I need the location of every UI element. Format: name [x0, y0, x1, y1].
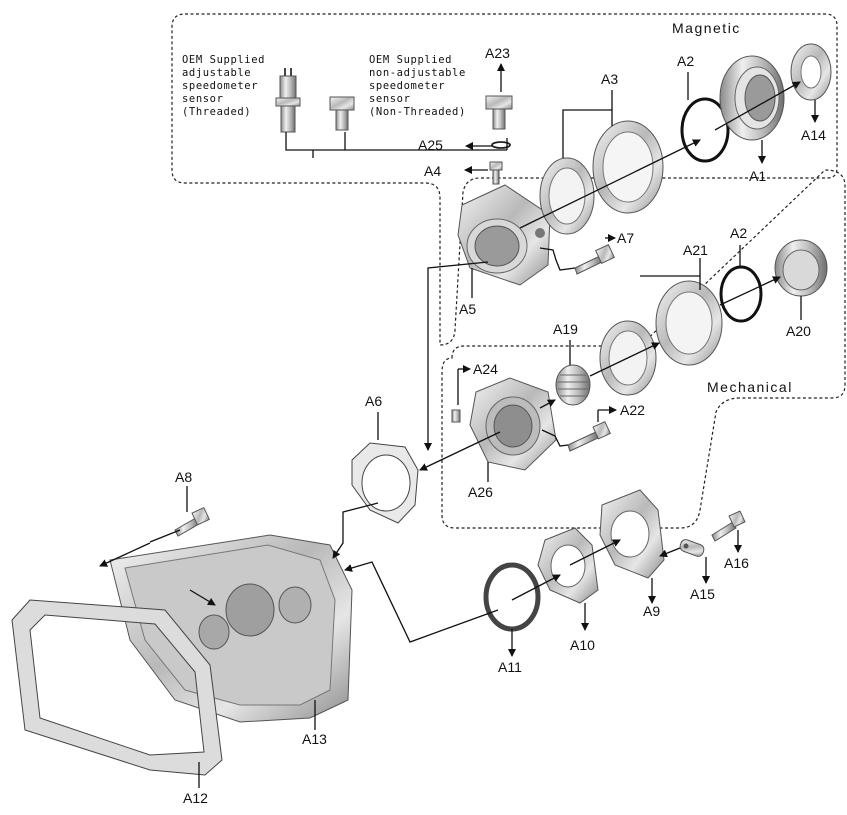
a25-o-ring	[491, 141, 511, 149]
label-a20: A20	[786, 323, 811, 339]
label-a25: A25	[418, 137, 443, 153]
label-a1: A1	[749, 168, 766, 184]
label-a3: A3	[601, 71, 618, 87]
label-a5: A5	[459, 301, 476, 317]
a1-tone-ring	[719, 55, 785, 141]
label-a11: A11	[498, 659, 522, 675]
threaded-note-line-5: (Threaded)	[182, 106, 251, 118]
label-a2-mechanical: A2	[730, 225, 747, 241]
a20-bearing-cup	[774, 239, 828, 297]
label-a4: A4	[424, 163, 441, 179]
a23-sensor	[485, 95, 513, 130]
a4-bolt	[489, 161, 503, 185]
non-threaded-sensor-small	[329, 96, 355, 131]
a13-transmission-case	[109, 534, 353, 723]
label-a14: A14	[801, 127, 826, 143]
label-a2-magnetic: A2	[677, 53, 694, 69]
a2-o-ring-magnetic	[680, 97, 730, 163]
non-threaded-note-line-1: OEM Supplied	[369, 54, 452, 66]
label-a13: A13	[302, 731, 327, 747]
label-a15: A15	[690, 586, 715, 602]
a26-housing	[469, 377, 557, 471]
non-threaded-note-line-4: sensor	[369, 93, 411, 105]
label-a24: A24	[473, 361, 498, 377]
threaded-sensor-note: OEM Supplied adjustable speedometer sens…	[182, 54, 265, 118]
a19-worm-gear	[555, 364, 591, 406]
label-a9: A9	[643, 603, 660, 619]
label-a7: A7	[617, 230, 634, 246]
magnetic-section-title: Magnetic	[672, 20, 741, 36]
label-a6: A6	[365, 393, 382, 409]
a2-o-ring-mechanical	[719, 265, 763, 323]
non-threaded-note-line-5: (Non-Threaded)	[369, 106, 466, 118]
label-a21: A21	[683, 242, 708, 258]
threaded-note-line-4: sensor	[182, 93, 224, 105]
a14-washer	[790, 43, 832, 101]
label-leaders	[186, 63, 819, 788]
non-threaded-note-line-2: non-adjustable	[369, 67, 466, 79]
a11-seal	[483, 562, 541, 632]
a12-case-gasket	[11, 599, 223, 776]
part-labels: A23 A25 A4 A5 A7 A3 A2 A1 A14 A2 A21 A20…	[175, 45, 826, 806]
label-a16: A16	[724, 555, 749, 571]
a16-bolt	[711, 510, 746, 542]
label-a12: A12	[183, 790, 208, 806]
a24-dowel-pin	[451, 409, 461, 423]
label-a23: A23	[485, 45, 510, 61]
a21-seal-front	[655, 280, 723, 366]
threaded-note-line-1: OEM Supplied	[182, 54, 265, 66]
mechanical-section-title: Mechanical	[707, 379, 793, 395]
label-a26: A26	[468, 484, 493, 500]
a8-bolt	[174, 506, 210, 537]
magnetic-section-border	[171, 13, 838, 346]
mechanical-section-border	[441, 169, 846, 529]
a15-bracket	[679, 539, 705, 557]
label-a22: A22	[620, 402, 645, 418]
a5-housing	[457, 184, 551, 286]
a6-gasket	[351, 442, 419, 524]
label-a19: A19	[553, 321, 578, 337]
threaded-note-line-2: adjustable	[182, 67, 251, 79]
label-a10: A10	[570, 637, 595, 653]
a3-seal-front	[592, 120, 664, 214]
a9-retainer	[599, 489, 665, 579]
a7-bolt	[574, 244, 615, 275]
non-threaded-sensor-note: OEM Supplied non-adjustable speedometer …	[369, 54, 466, 118]
threaded-note-line-3: speedometer	[182, 80, 258, 92]
threaded-speedometer-sensor	[275, 68, 301, 133]
connector-lines	[99, 81, 801, 643]
a22-bolt	[567, 420, 611, 452]
label-a8: A8	[175, 469, 192, 485]
non-threaded-note-line-3: speedometer	[369, 80, 445, 92]
a10-plate	[537, 527, 599, 604]
